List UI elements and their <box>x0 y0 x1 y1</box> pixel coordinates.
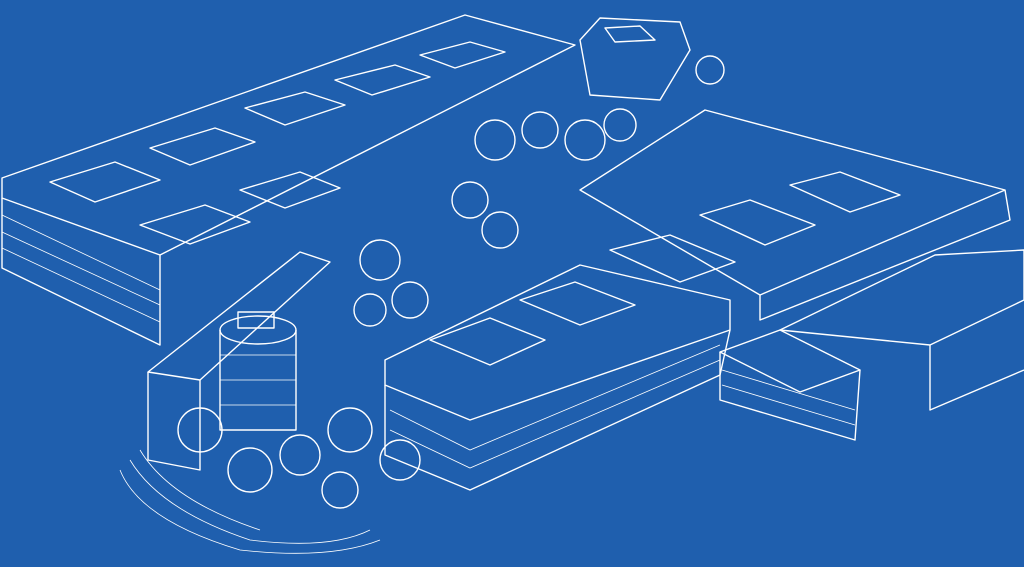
tower <box>579 17 691 101</box>
right-low-blocks <box>719 249 1024 441</box>
ground-contours <box>119 449 381 554</box>
right-wing <box>579 109 1011 321</box>
left-wing <box>1 14 576 346</box>
tower-opening <box>604 25 656 43</box>
front-block <box>384 264 731 491</box>
trees <box>177 55 725 509</box>
lower-left-wing <box>147 251 331 471</box>
